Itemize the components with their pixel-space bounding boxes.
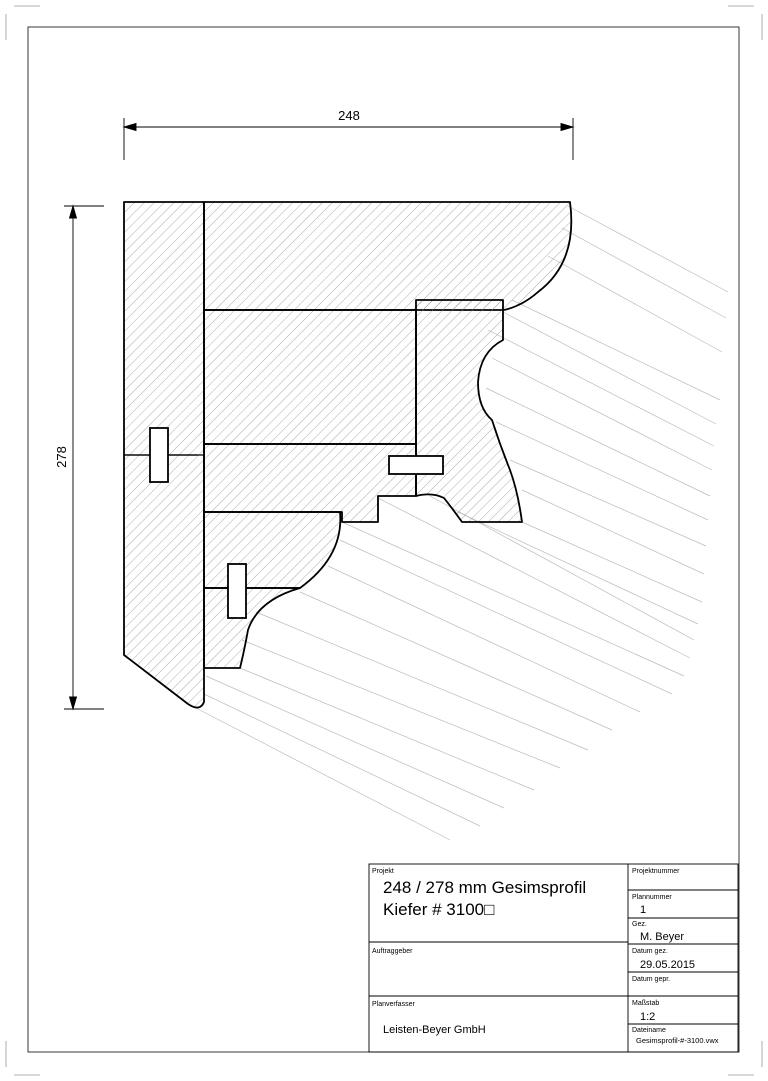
date-drawn-label: Datum gez.: [632, 948, 668, 955]
crown-board: [203, 201, 573, 311]
dimension-height: [64, 204, 104, 711]
project-title-line1: 248 / 278 mm Gesimsprofil: [383, 878, 586, 897]
dowel-cove: [227, 563, 247, 619]
client-label: Auftraggeber: [372, 948, 413, 955]
dimension-width: [122, 118, 575, 160]
plan-number-label: Plannummer: [632, 894, 672, 901]
crop-marks: [5, 5, 763, 1076]
dowels: [149, 427, 444, 619]
project-title-line2: Kiefer # 3100□: [383, 900, 494, 919]
scale-label: Maßstab: [632, 1000, 659, 1007]
cove-lower: [203, 587, 301, 669]
title-block: [368, 863, 739, 1053]
dowel-front: [388, 455, 444, 475]
height-dimension-label: 278: [54, 446, 69, 468]
planner-label: Planverfasser: [372, 1001, 415, 1008]
profile-cross-section: [123, 201, 573, 709]
projection-lines: [195, 205, 729, 841]
lower-board: [203, 443, 417, 523]
date-drawn-value: 29.05.2015: [640, 959, 695, 971]
drawn-by-value: M. Beyer: [640, 931, 684, 943]
width-dimension-label: 248: [338, 108, 360, 123]
filename-label: Dateiname: [632, 1027, 666, 1034]
project-number-label: Projektnummer: [632, 868, 680, 875]
dowel-back: [149, 427, 169, 483]
front-molding: [415, 299, 523, 523]
filename-value: Gesimsprofil-#-3100.vwx: [636, 1036, 719, 1045]
project-label: Projekt: [372, 868, 394, 875]
drawn-by-label: Gez.: [632, 921, 647, 928]
plan-number-value: 1: [640, 904, 646, 916]
scale-value: 1:2: [640, 1011, 655, 1023]
middle-filler: [203, 309, 417, 445]
planner-value: Leisten-Beyer GmbH: [383, 1024, 486, 1036]
cove-molding: [203, 511, 342, 589]
date-checked-label: Datum gepr.: [632, 976, 670, 983]
